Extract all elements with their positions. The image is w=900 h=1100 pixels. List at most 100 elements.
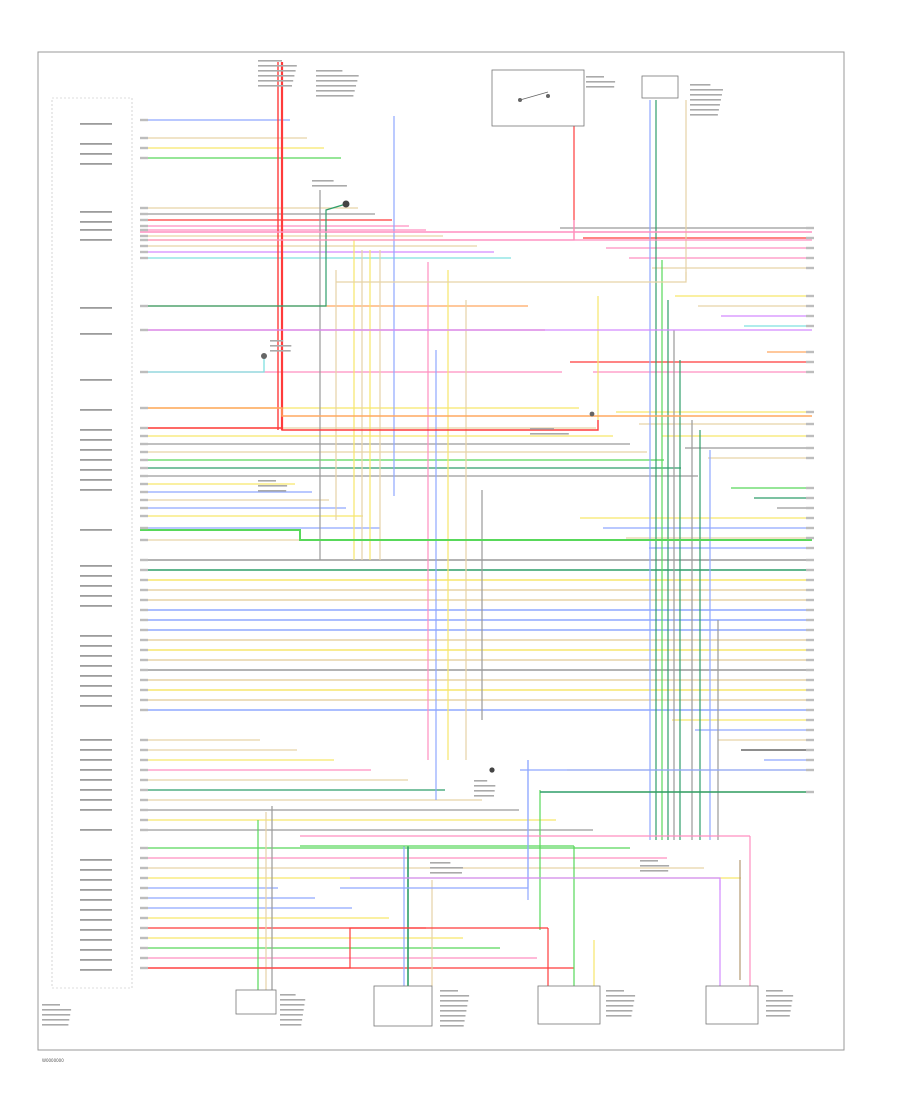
caption-text-line [280,1009,304,1011]
bottom-connector-small [235,989,277,1015]
connector-pin [806,226,814,230]
caption-text-line [280,1004,305,1006]
connector-pin [806,678,814,682]
caption-text-line [690,109,719,111]
pcm-pin-name [80,665,112,667]
connector-pin [806,608,814,612]
pcm-pin [140,828,148,832]
caption-text-line [312,185,347,187]
connector-pin [806,246,814,250]
routed-wire [140,529,812,541]
footer-code: W0000000 [42,1058,64,1063]
pcm-pin-name [80,333,112,335]
routed-wire [140,420,599,431]
pcm-pin-name [80,829,112,831]
connector-pin [806,698,814,702]
caption-text-line [258,485,288,487]
pcm-pin [140,658,148,662]
switch-arm [519,91,549,101]
pcm-pin [140,936,148,940]
pcm-pin-name [80,229,112,231]
pcm-pin [140,498,148,502]
connector-pin [806,598,814,602]
caption-text-line [430,867,463,869]
pcm-pin [140,568,148,572]
routed-wire [430,220,575,241]
caption-text-line [42,1009,72,1011]
connector-pin [806,266,814,270]
caption-text-line [440,1005,468,1007]
pcm-pin-labels [80,118,148,971]
pcm-pin-name [80,749,112,751]
caption-text-line [42,1014,71,1016]
pcm-pin-name [80,221,112,223]
caption-text-line [440,1015,466,1017]
caption-text-line [440,1010,467,1012]
caption-text-line [280,994,296,996]
caption-text-line [474,790,495,792]
pcm-pin [140,526,148,530]
caption-text-line [606,990,624,992]
connector-pin [806,526,814,530]
pcm-pin [140,250,148,254]
connector-pin [806,618,814,622]
connector-pin [806,748,814,752]
pcm-pin-name [80,899,112,901]
pcm-pin [140,426,148,430]
pcm-pin [140,738,148,742]
pcm-pin [140,482,148,486]
caption-text-line [42,1004,60,1006]
pcm-pin-name [80,919,112,921]
pcm-pin [140,450,148,454]
caption-text-line [316,95,354,97]
connector-pin [806,350,814,354]
connector-pin [806,728,814,732]
pcm-pin [140,256,148,260]
connector-pin [806,688,814,692]
connector-pin [806,568,814,572]
connector-pin [806,578,814,582]
caption-text-line [258,60,282,62]
pcm-pin [140,406,148,410]
pcm-pin [140,538,148,542]
connector-pin [806,422,814,426]
component-captions [42,60,794,1027]
connector-pin [806,648,814,652]
connector-pin [806,410,814,414]
pcm-pin-name [80,211,112,213]
caption-text-line [258,65,297,67]
pcm-pin-name [80,655,112,657]
connector-pin [806,370,814,374]
pcm-pin [140,466,148,470]
connector-pin [806,588,814,592]
splice-dot-2 [261,353,267,359]
caption-text-line [316,80,358,82]
connector-pin [806,506,814,510]
pcm-pin-name [80,163,112,165]
pcm-pin [140,156,148,160]
pcm-pin-name [80,889,112,891]
pcm-pin [140,234,148,238]
connector-pin [806,496,814,500]
ignition-switch-box [491,69,585,127]
pcm-pin [140,434,148,438]
caption-text-line [258,75,295,77]
caption-text-line [690,89,723,91]
connector-pin [806,304,814,308]
caption-text-line [606,1015,632,1017]
pcm-pin [140,628,148,632]
pcm-pin-name [80,809,112,811]
pcm-pin [140,956,148,960]
splice-dot-1 [342,200,350,208]
caption-text-line [42,1024,69,1026]
connector-pin [806,658,814,662]
pcm-pin-name [80,379,112,381]
pcm-pin-name [80,909,112,911]
pcm-pin-name [80,969,112,971]
pcm-pin [140,966,148,970]
pcm-pin [140,328,148,332]
pcm-pin-name [80,123,112,125]
pcm-pin [140,442,148,446]
caption-text-line [766,1010,791,1012]
pcm-pin [140,778,148,782]
